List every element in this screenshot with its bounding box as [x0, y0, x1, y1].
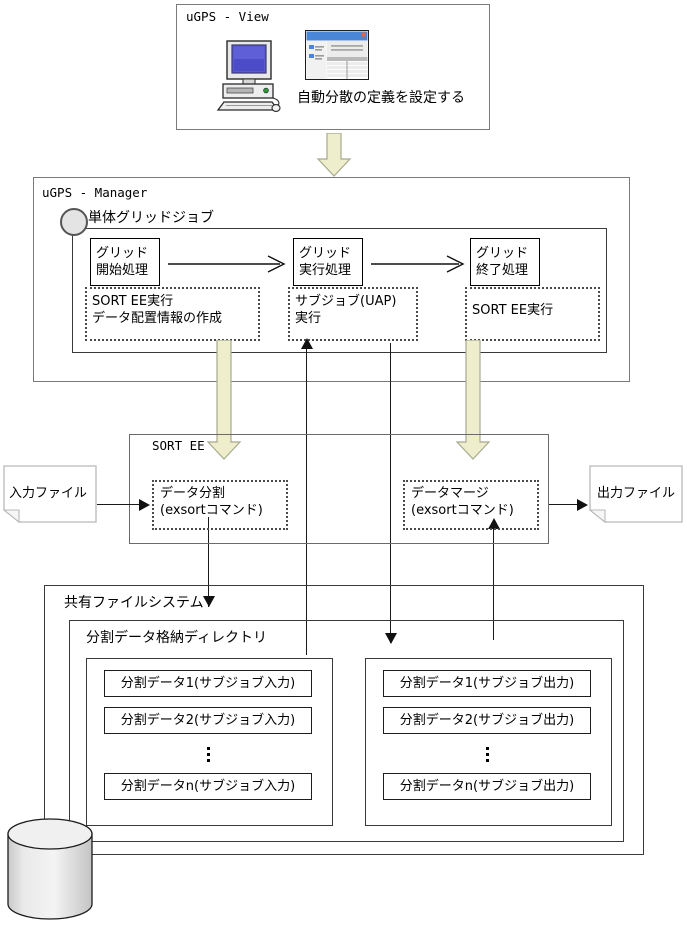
ugps-view-panel: [176, 4, 490, 130]
grid-exec-note-label: サブジョブ(UAP) 実行: [295, 294, 397, 326]
grid-job-container: [72, 228, 607, 353]
split-data-1-input: 分割データ1(サブジョブ入力): [104, 670, 312, 697]
arrow-fs-input-to-grid-exec: [301, 338, 313, 349]
grid-end-process-label: グリッド 終了処理: [476, 246, 529, 278]
input-group-ellipsis-icon: [205, 744, 211, 765]
sort-ee-title: SORT EE: [152, 438, 205, 453]
line-split-to-fs-input: [208, 517, 209, 607]
split-data-directory-title: 分割データ格納ディレクトリ: [86, 630, 268, 646]
subjob-input-group: [86, 658, 333, 826]
grid-job-bullet-icon: [60, 208, 88, 236]
grid-end-note-box: [465, 287, 600, 341]
arrow-merge-to-output: [577, 499, 588, 511]
ugps-manager-title: uGPS - Manager: [42, 185, 148, 200]
application-window-icon: [305, 30, 369, 80]
grid-job-label: 単体グリッドジョブ: [88, 210, 214, 226]
ugps-view-title: uGPS - View: [186, 9, 269, 24]
split-data-2-input: 分割データ2(サブジョブ入力): [104, 707, 312, 734]
split-data-1-output: 分割データ1(サブジョブ出力): [383, 670, 591, 697]
grid-start-process-box: グリッド 開始処理: [90, 238, 160, 286]
data-split-box: [152, 480, 288, 530]
split-data-n-output: 分割データn(サブジョブ出力): [383, 773, 591, 800]
flow-arrow-view-to-manager: [316, 133, 352, 177]
grid-start-note-box: [85, 287, 260, 341]
grid-start-process-label: グリッド 開始処理: [96, 246, 149, 278]
split-data-n-input: 分割データn(サブジョブ入力): [104, 773, 312, 800]
line-input-to-split: [97, 504, 141, 505]
arrow-fs-output-to-merge: [488, 518, 500, 529]
arrow-split-to-fs-input: [203, 596, 215, 607]
input-file-shape: [3, 465, 97, 523]
line-fs-input-to-grid-exec: [306, 345, 307, 655]
split-data-directory-panel: [69, 620, 624, 842]
line-fs-output-to-merge: [493, 525, 494, 640]
grid-start-note-label: SORT EE実行 データ配置情報の作成: [92, 294, 223, 326]
grid-exec-note-box: [288, 287, 418, 341]
line-merge-to-output: [549, 504, 581, 505]
sort-ee-panel: [129, 434, 549, 544]
storage-cylinder-icon: [4, 818, 96, 923]
subjob-output-group: [365, 658, 612, 826]
desktop-computer-icon: [214, 40, 282, 112]
grid-end-note-label: SORT EE実行: [472, 303, 554, 318]
data-merge-box: [403, 480, 539, 530]
line-grid-exec-to-fs-output: [390, 343, 391, 643]
flow-arrow-start-to-split: [206, 340, 242, 460]
output-file-label: 出力ファイル: [597, 486, 676, 501]
arrow-grid-exec-to-fs-output: [385, 633, 397, 644]
grid-exec-process-box: グリッド 実行処理: [293, 238, 363, 286]
shared-filesystem-title: 共有ファイルシステム: [64, 595, 204, 611]
ugps-view-caption: 自動分散の定義を設定する: [297, 90, 465, 106]
split-data-2-output: 分割データ2(サブジョブ出力): [383, 707, 591, 734]
grid-exec-process-label: グリッド 実行処理: [299, 246, 352, 278]
shared-filesystem-panel: [44, 585, 644, 855]
grid-step-arrow-1: [168, 255, 286, 273]
input-file-label: 入力ファイル: [9, 486, 88, 501]
arrow-input-to-split: [139, 499, 150, 511]
data-merge-label: データマージ (exsortコマンド): [411, 486, 514, 518]
output-group-ellipsis-icon: [484, 744, 490, 765]
output-file-shape: [589, 465, 683, 523]
grid-step-arrow-2: [371, 255, 465, 273]
flow-arrow-end-to-merge: [455, 340, 491, 460]
data-split-label: データ分割 (exsortコマンド): [160, 486, 263, 518]
grid-end-process-box: グリッド 終了処理: [470, 238, 540, 286]
ugps-manager-panel: [33, 177, 630, 382]
